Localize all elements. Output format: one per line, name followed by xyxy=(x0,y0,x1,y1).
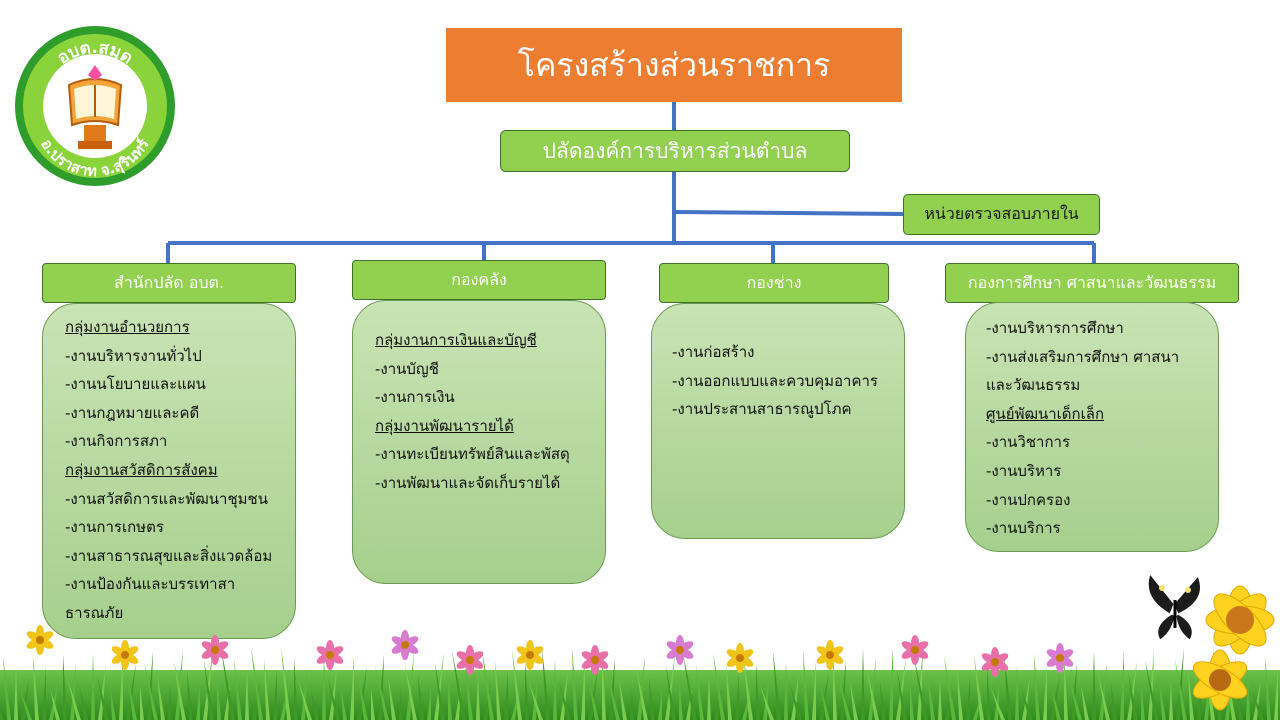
task-item: -งานสวัสดิการและพัฒนาชุมชน xyxy=(65,489,268,508)
audit-unit-box: หน่วยตรวจสอบภายใน xyxy=(903,194,1100,235)
section-heading: กลุ่มงานพัฒนารายได้ xyxy=(375,416,514,435)
butterfly-icon xyxy=(1147,572,1201,641)
task-item: -งานประสานสาธารณูปโภค xyxy=(672,400,852,419)
organization-logo: อบต.สมุด อ.ปราสาท จ.สุรินทร์ xyxy=(14,25,176,187)
chief-box: ปลัดองค์การบริหารส่วนตำบล xyxy=(500,130,850,172)
sunflower-icon xyxy=(1192,585,1275,711)
dept-panel-engineering: -งานก่อสร้าง -งานออกแบบและควบคุมอาคาร -งาน… xyxy=(651,303,905,539)
task-item: -งานก่อสร้าง xyxy=(672,343,755,361)
task-item: -งานปกครอง xyxy=(986,490,1071,509)
dept-panel-finance: กลุ่มงานการเงินและบัญชี -งานบัญชี -งานการเ… xyxy=(352,300,606,584)
task-item: -งานบริการ xyxy=(986,519,1061,538)
task-item: -งานส่งเสริมการศึกษา ศาสนา xyxy=(986,347,1180,366)
connector-audit xyxy=(673,210,905,216)
dept-header-education: กองการศึกษา ศาสนาและวัฒนธรรม xyxy=(945,263,1239,303)
sunflower-butterfly-decoration xyxy=(1147,572,1275,711)
task-item: -งานบัญชี xyxy=(375,359,439,378)
task-item: -งานออกแบบและควบคุมอาคาร xyxy=(672,371,878,390)
task-item: -งานกฎหมายและคดี xyxy=(65,403,200,422)
task-item: และวัฒนธรรม xyxy=(986,376,1081,395)
task-item: -งานทะเบียนทรัพย์สินและพัสดุ xyxy=(375,445,570,464)
task-item: -งานนโยบายและแผน xyxy=(65,375,206,394)
task-item: -งานบริหาร xyxy=(986,461,1062,480)
section-heading: ศูนย์พัฒนาเด็กเล็ก xyxy=(986,404,1105,423)
task-item: -งานพัฒนาและจัดเก็บรายได้ xyxy=(375,473,561,492)
grass-flower-decoration xyxy=(0,625,1280,720)
task-item: -งานป้องกันและบรรเทาสา xyxy=(65,575,236,594)
task-item: -งานการเกษตร xyxy=(65,518,164,537)
task-item: -งานบริหารงานทั่วไป xyxy=(65,346,202,365)
dept-header-engineering: กองช่าง xyxy=(659,263,889,303)
task-item: -งานวิชาการ xyxy=(986,433,1071,452)
section-heading: กลุ่มงานสวัสดิการสังคม xyxy=(65,460,218,479)
dept-header-office: สำนักปลัด อบต. xyxy=(42,263,296,303)
section-heading: กลุ่มงานการเงินและบัญชี xyxy=(375,331,537,349)
task-item: ธารณภัย xyxy=(65,603,124,622)
dept-panel-office: กลุ่มงานอำนวยการ -งานบริหารงานทั่วไป -งานน… xyxy=(42,303,296,639)
task-item: -งานการเงิน xyxy=(375,388,455,407)
task-item: -งานกิจการสภา xyxy=(65,432,168,451)
page-title: โครงสร้างส่วนราชการ xyxy=(446,28,902,102)
dept-header-finance: กองคลัง xyxy=(352,260,606,300)
task-item: -งานสาธารณสุขและสิ่งแวดล้อม xyxy=(65,546,273,565)
task-item: -งานบริหารการศึกษา xyxy=(986,319,1124,337)
dept-panel-education: -งานบริหารการศึกษา -งานส่งเสริมการศึกษา ศ… xyxy=(965,302,1219,552)
section-heading: กลุ่มงานอำนวยการ xyxy=(65,318,190,336)
